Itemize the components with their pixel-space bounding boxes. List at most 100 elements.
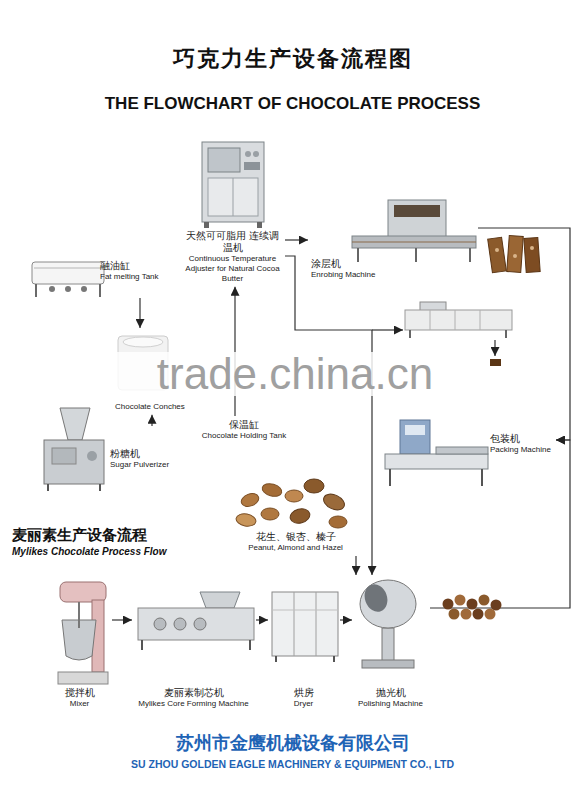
- enrobing-machine-figure: [415, 248, 417, 262]
- dryer-figure: [275, 656, 277, 662]
- sugar-pulverizer-figure: [60, 408, 90, 440]
- moulding-line-figure: [409, 330, 411, 338]
- machine-name-en: Chocolate Conches: [115, 402, 193, 412]
- moulding-line-figure: [430, 310, 431, 330]
- dryer-figure: [333, 656, 335, 662]
- chocolate-balls-figure: [467, 599, 478, 610]
- mixer-figure: [60, 582, 106, 602]
- machine-name-zh: 麦丽素制芯机: [134, 687, 253, 699]
- chocolate-balls-figure: [455, 595, 466, 606]
- machine-name-en: Chocolate Holding Tank: [201, 431, 287, 441]
- flow-arrow: [478, 228, 570, 440]
- tempering-machine-figure: [245, 151, 251, 157]
- company-name: 苏州市金鹰机械设备有限公司: [0, 733, 585, 755]
- fat-melting-tank-figure: [81, 286, 87, 292]
- enrobing-machine-figure: [388, 200, 446, 238]
- chocolate-bars-figure: [488, 236, 540, 273]
- machine-name-zh: 粉糖机: [110, 448, 175, 460]
- machine-name-en: Sugar Pulverizer: [110, 460, 175, 470]
- enrobing-machine-figure: [394, 205, 440, 217]
- machine-label-box: 粉糖机Sugar Pulverizer: [38, 426, 178, 473]
- machine-name-zh: 涂层机: [311, 258, 475, 270]
- core-forming-machine-figure: [138, 592, 254, 650]
- fat-melting-tank-figure: [49, 286, 55, 292]
- moulding-line-figure: [490, 359, 501, 366]
- moulding-line-figure: [505, 330, 507, 338]
- core-forming-machine-figure: [141, 640, 143, 650]
- nuts-figure: [235, 512, 257, 527]
- fat-melting-tank-figure: [32, 262, 104, 297]
- moulding-line-figure: [372, 329, 403, 330]
- dryer-figure: [294, 592, 295, 656]
- sugar-pulverizer-figure: [47, 484, 49, 491]
- enrobing-machine-figure: [352, 236, 476, 248]
- nuts-figure: [304, 479, 324, 493]
- nuts-figure: [239, 491, 260, 508]
- moulding-line-figure: [455, 310, 456, 330]
- chocolate-bars-figure: [488, 237, 507, 273]
- machine-name-zh: 搅拌机: [50, 687, 109, 699]
- tempering-machine-figure: [257, 222, 262, 228]
- dryer-figure: [272, 610, 338, 611]
- chocolate-balls-figure: [485, 609, 496, 620]
- packing-machine-figure: [405, 425, 425, 435]
- fat-melting-tank-figure: [65, 286, 71, 292]
- machine-name-en: Dryer: [270, 699, 337, 709]
- core-forming-machine-figure: [249, 640, 251, 650]
- sugar-pulverizer-figure: [44, 440, 104, 484]
- tempering-machine-figure: [208, 178, 258, 216]
- machine-name-zh: 烘房: [270, 687, 337, 699]
- label-holder: SU ZHOU GOLDEN EAGLE MACHINERY & EQUIPME…: [0, 758, 585, 771]
- nuts-figure: [261, 508, 279, 520]
- sugar-pulverizer-figure: [44, 408, 104, 491]
- chocolate-bars-figure: [507, 236, 523, 273]
- conche-figure: [123, 337, 163, 347]
- enrobing-machine-figure: [352, 242, 476, 243]
- nuts-figure: [329, 516, 347, 528]
- machine-label-box: 保温缸Chocolate Holding Tank: [198, 416, 290, 444]
- flow-arrow: [112, 619, 132, 620]
- section-subtitle: Mylikes Chocolate Process Flow: [12, 546, 222, 558]
- chocolate-balls-figure: [491, 600, 502, 611]
- machine-name-en: Enrobing Machine: [311, 270, 475, 280]
- fat-melting-tank-figure: [32, 262, 104, 284]
- machine-name-en: Mylikes Core Forming Machine: [134, 699, 253, 709]
- dryer-figure: [316, 592, 317, 656]
- moulding-line-figure: [494, 340, 495, 356]
- flow-arrow: [139, 298, 140, 328]
- packing-machine-figure: [385, 420, 488, 486]
- core-forming-machine-figure: [138, 608, 254, 640]
- tempering-machine-figure: [204, 222, 209, 228]
- company-name-en: SU ZHOU GOLDEN EAGLE MACHINERY & EQUIPME…: [0, 758, 585, 771]
- flow-arrow: [285, 256, 372, 575]
- machine-name-zh: 包装机: [490, 433, 553, 445]
- fat-melting-tank-figure: [99, 284, 101, 297]
- packing-machine-figure: [481, 469, 483, 486]
- machine-name-zh: 花生、银杏、榛子: [231, 531, 360, 543]
- label-holder: 麦丽素生产设备流程: [12, 526, 222, 544]
- machine-name-en: Mixer: [50, 699, 109, 709]
- tempering-machine-figure: [233, 178, 234, 216]
- machine-label-box: Chocolate Conches: [112, 328, 196, 415]
- machine-name-en: Polishing Machine: [354, 699, 427, 709]
- sugar-pulverizer-figure: [99, 484, 101, 491]
- core-forming-machine-figure: [194, 618, 206, 630]
- polishing-pan-figure: [361, 581, 391, 615]
- chocolate-balls-figure: [443, 595, 502, 620]
- fat-melting-tank-figure: [35, 284, 37, 297]
- flow-arrow: [151, 415, 152, 426]
- machine-name-zh: 融油缸: [100, 260, 175, 272]
- polishing-pan-figure: [360, 580, 416, 668]
- flow-arrow: [355, 556, 356, 575]
- flow-arrow: [340, 619, 352, 620]
- machine-label-box: 抛光机Polishing Machine: [352, 575, 430, 712]
- nuts-figure: [321, 491, 347, 513]
- machine-name-en: Packing Machine: [490, 445, 553, 455]
- polishing-pan-figure: [382, 628, 394, 662]
- chocolate-balls-figure: [473, 609, 484, 620]
- nuts-figure: [261, 482, 283, 499]
- mixer-figure: [58, 672, 108, 684]
- sugar-pulverizer-figure: [87, 451, 97, 461]
- enrobing-machine-figure: [469, 248, 471, 262]
